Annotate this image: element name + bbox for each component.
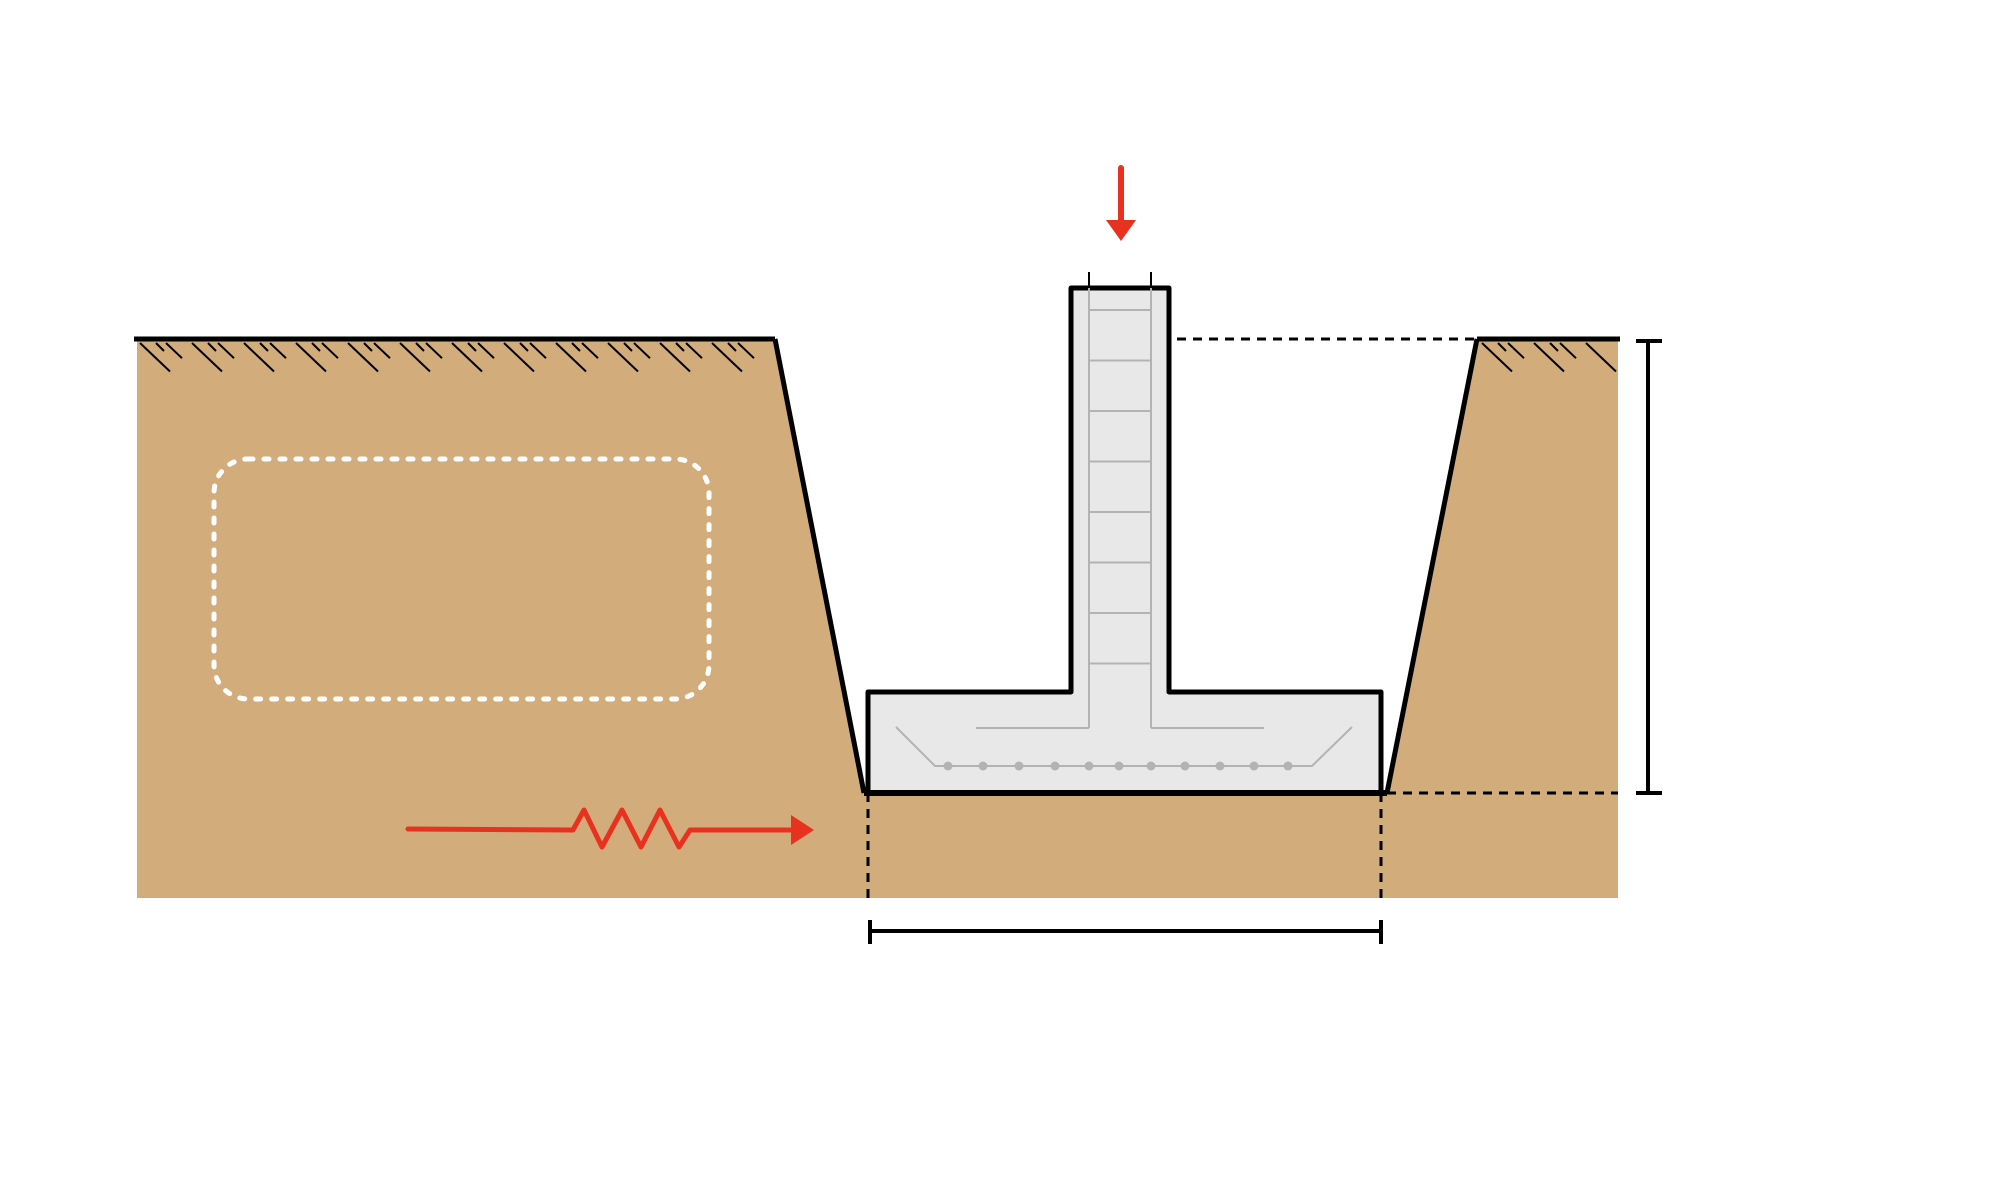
excavation-slope-right: [1384, 338, 1480, 794]
hatch-mark: [623, 342, 633, 352]
hatch-mark: [311, 342, 321, 352]
hatch-mark: [581, 342, 599, 359]
hatch-mark: [347, 342, 379, 373]
longitudinal-bar: [943, 761, 953, 771]
soil-mass: [137, 339, 1618, 898]
hatch-mark: [259, 342, 269, 352]
longitudinal-bar: [1249, 761, 1259, 771]
base-reinforcement: [895, 726, 1353, 771]
hatch-mark: [607, 342, 639, 373]
hatch-mark: [477, 342, 495, 359]
hatch-mark: [269, 342, 287, 359]
embedment-depth-dimension: [1636, 339, 1662, 795]
longitudinal-bar: [1084, 761, 1094, 771]
hatch-mark: [415, 342, 425, 352]
hatch-mark: [1481, 342, 1513, 373]
longitudinal-bar: [1215, 761, 1225, 771]
hatch-mark: [737, 342, 755, 359]
hatch-mark: [451, 342, 483, 373]
hatch-mark: [1549, 342, 1559, 352]
longitudinal-bar: [1014, 761, 1024, 771]
earth-hatch-icon: [139, 342, 755, 373]
hatch-mark: [519, 342, 529, 352]
longitudinal-bar: [1146, 761, 1156, 771]
ground-surface-left: [134, 336, 775, 373]
stem-reinforcement: [976, 288, 1264, 729]
hatch-mark: [467, 342, 477, 352]
longitudinal-bar: [1180, 761, 1190, 771]
hatch-mark: [633, 342, 651, 359]
spring-arrow-line: [405, 807, 797, 850]
hatch-mark: [503, 342, 535, 373]
hatch-mark: [1533, 342, 1565, 373]
hatch-mark: [191, 342, 223, 373]
hatch-mark: [363, 342, 373, 352]
hatch-mark: [711, 342, 743, 373]
longitudinal-bar: [1114, 761, 1124, 771]
longitudinal-bars: [943, 761, 1293, 771]
hatch-mark: [165, 342, 183, 359]
hatch-mark: [529, 342, 547, 359]
hatch-mark: [425, 342, 443, 359]
hatch-mark: [295, 342, 327, 373]
soil-zone-outline: [211, 456, 712, 702]
longitudinal-bar: [1050, 761, 1060, 771]
hatch-mark: [659, 342, 691, 373]
hatch-mark: [675, 342, 685, 352]
footing-width-dimension: [868, 920, 1383, 944]
spring-arrow-icon: [405, 807, 814, 850]
hatch-mark: [217, 342, 235, 359]
hatch-mark: [1559, 342, 1577, 359]
hatch-mark: [139, 342, 171, 373]
ground-surface-right: [1477, 336, 1620, 373]
hatch-mark: [321, 342, 339, 359]
hatch-mark: [571, 342, 581, 352]
t-footing: [865, 285, 1384, 796]
hatch-mark: [373, 342, 391, 359]
earth-hatch-icon: [1481, 342, 1617, 373]
hatch-mark: [685, 342, 703, 359]
hatch-mark: [155, 342, 165, 352]
hatch-mark: [555, 342, 587, 373]
hatch-mark: [727, 342, 737, 352]
hatch-mark: [207, 342, 217, 352]
hatch-mark: [1497, 342, 1507, 352]
hatch-mark: [243, 342, 275, 373]
longitudinal-bar: [1283, 761, 1293, 771]
stem-ties: [1089, 309, 1151, 665]
spring-arrow-head: [791, 815, 814, 845]
down-arrow-icon: [1106, 165, 1136, 241]
longitudinal-bar: [978, 761, 988, 771]
hatch-mark: [1585, 342, 1617, 373]
excavation-slope-left: [772, 338, 867, 794]
load-arrow-head: [1106, 220, 1136, 241]
hatch-mark: [399, 342, 431, 373]
hatch-mark: [1507, 342, 1525, 359]
